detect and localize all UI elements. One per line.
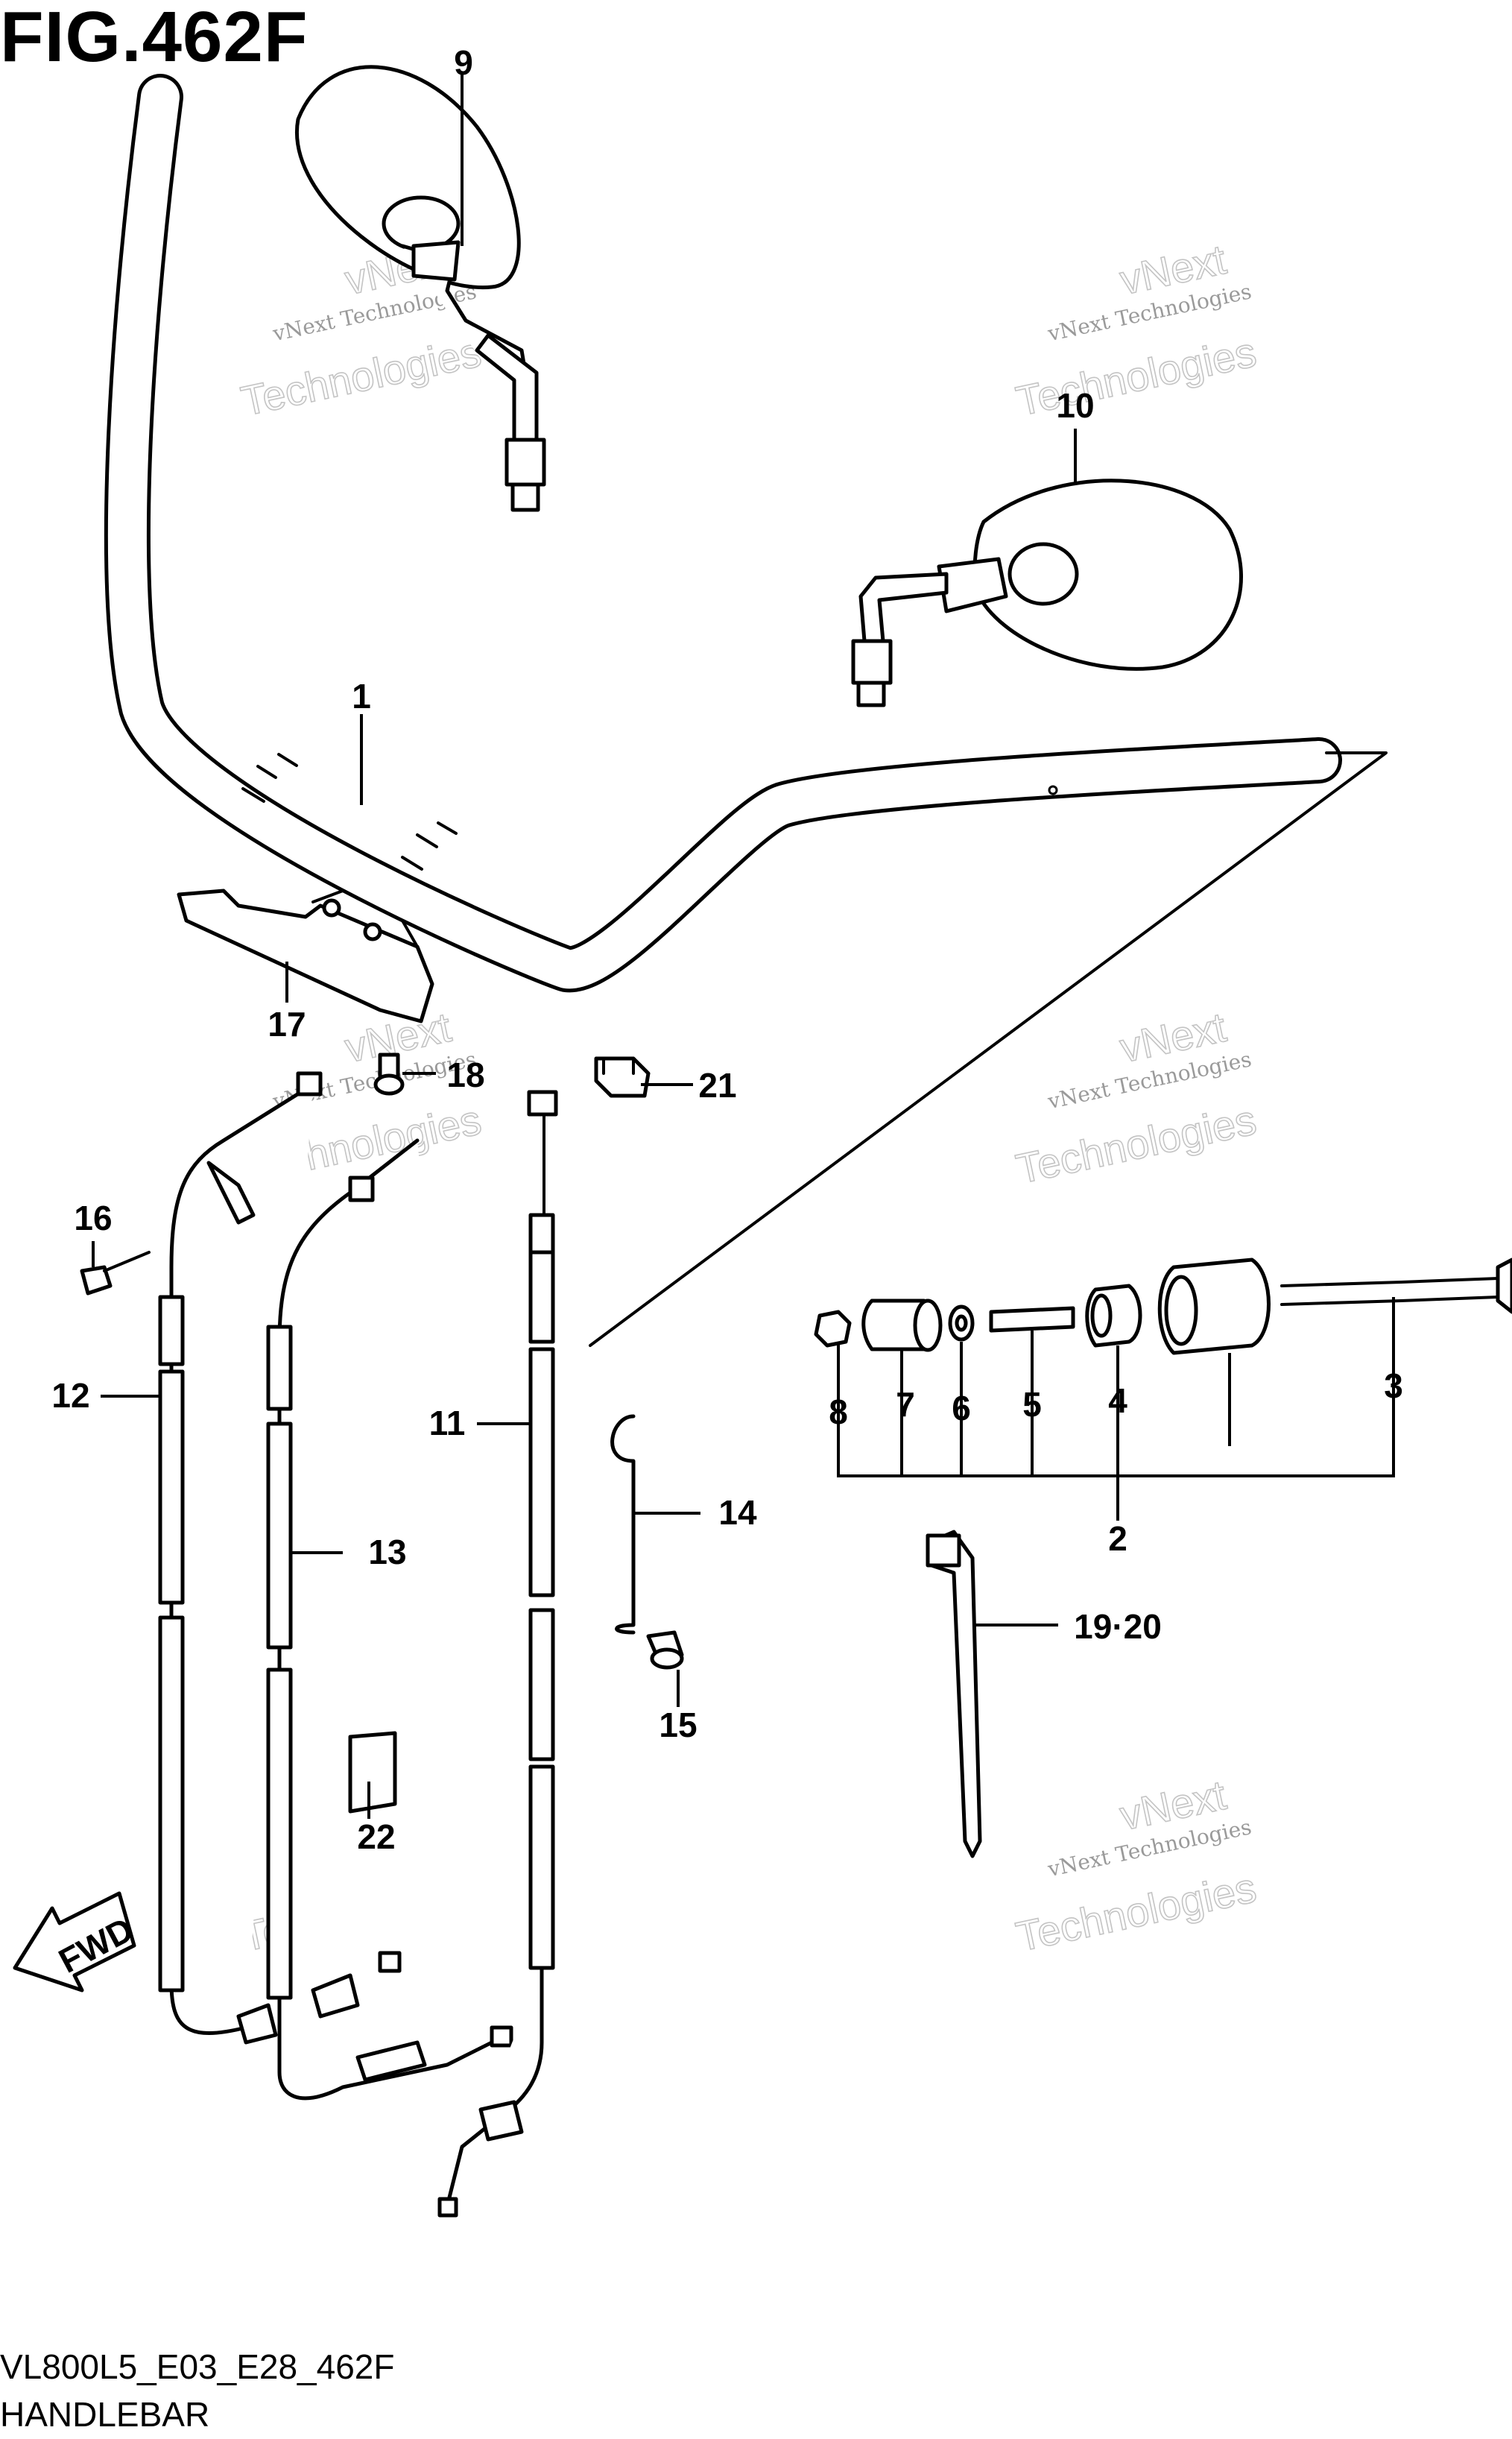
- part-mirror-right: [851, 479, 1243, 707]
- part-screw-15: [646, 1630, 684, 1670]
- callout-3: 3: [1384, 1366, 1403, 1405]
- callout-19-20: 19·20: [1074, 1607, 1162, 1646]
- callout-8: 8: [829, 1392, 848, 1431]
- leader-lines: [92, 75, 1395, 1819]
- part-clamp-14: [610, 1414, 636, 1635]
- part-nut-8: [814, 1310, 852, 1348]
- part-screw-16: [80, 1251, 151, 1296]
- part-bracket: [177, 889, 434, 1023]
- handlebar-grip-band-lower: [401, 821, 458, 871]
- part-bar-end-assembly: [814, 1258, 1512, 1477]
- fwd-direction-marker: FWD: [13, 1891, 139, 1992]
- callout-22: 22: [357, 1817, 395, 1856]
- handlebar-grip-band-upper: [241, 753, 298, 803]
- callout-1: 1: [352, 677, 371, 716]
- part-washer-6: [948, 1304, 975, 1342]
- callout-9: 9: [454, 43, 473, 82]
- part-throttle-cable-12: [158, 1071, 323, 2045]
- callout-13: 13: [368, 1533, 406, 1571]
- callout-10: 10: [1056, 386, 1094, 425]
- callout-12: 12: [51, 1376, 89, 1415]
- part-handlebar: [104, 74, 1388, 1347]
- callout-5: 5: [1022, 1385, 1042, 1424]
- part-throttle-cable-13: [266, 1138, 513, 2101]
- callout-14: 14: [718, 1493, 757, 1532]
- callout-15: 15: [659, 1706, 697, 1744]
- part-bolt-18: [373, 1053, 405, 1096]
- callout-16: 16: [74, 1199, 112, 1237]
- callout-2: 2: [1108, 1519, 1127, 1558]
- callout-11: 11: [429, 1404, 466, 1442]
- svg-text:Technologies: Technologies: [1012, 1864, 1260, 1960]
- part-label-22: [348, 1731, 397, 1814]
- model-code: VL800L5_E03_E28_462F: [0, 2347, 395, 2386]
- callout-7: 7: [896, 1385, 915, 1424]
- svg-text:Technologies: Technologies: [1012, 328, 1260, 425]
- watermark-mid-right: vNext Technologies vNext Technologies: [1011, 1003, 1260, 1193]
- section-name: HANDLEBAR: [0, 2395, 210, 2434]
- part-collar-5: [989, 1306, 1075, 1333]
- callout-labels: 1 2 3 4 5 6 7 8 9 10 11 12 13 14 15 16 1…: [51, 43, 1402, 1856]
- watermark-bottom-right: vNext Technologies vNext Technologies: [1011, 1770, 1260, 1961]
- figure-title: FIG.462F: [0, 0, 309, 77]
- part-clip-21: [594, 1056, 651, 1098]
- part-clutch-cable-11: [437, 1090, 558, 2218]
- callout-4: 4: [1108, 1381, 1127, 1420]
- part-spacer-7: [861, 1299, 943, 1352]
- callout-17: 17: [268, 1005, 306, 1044]
- part-weight: [1157, 1258, 1271, 1355]
- callout-18: 18: [446, 1056, 484, 1094]
- svg-text:Technologies: Technologies: [237, 328, 485, 425]
- part-cable-tie: [926, 1530, 982, 1858]
- callout-21: 21: [698, 1066, 736, 1105]
- watermark-top-right: vNext Technologies vNext Technologies: [1011, 235, 1260, 426]
- svg-text:Technologies: Technologies: [1012, 1096, 1260, 1193]
- callout-6: 6: [952, 1389, 971, 1427]
- part-spacer-4: [1085, 1284, 1142, 1348]
- part-bolt-3: [1280, 1258, 1512, 1314]
